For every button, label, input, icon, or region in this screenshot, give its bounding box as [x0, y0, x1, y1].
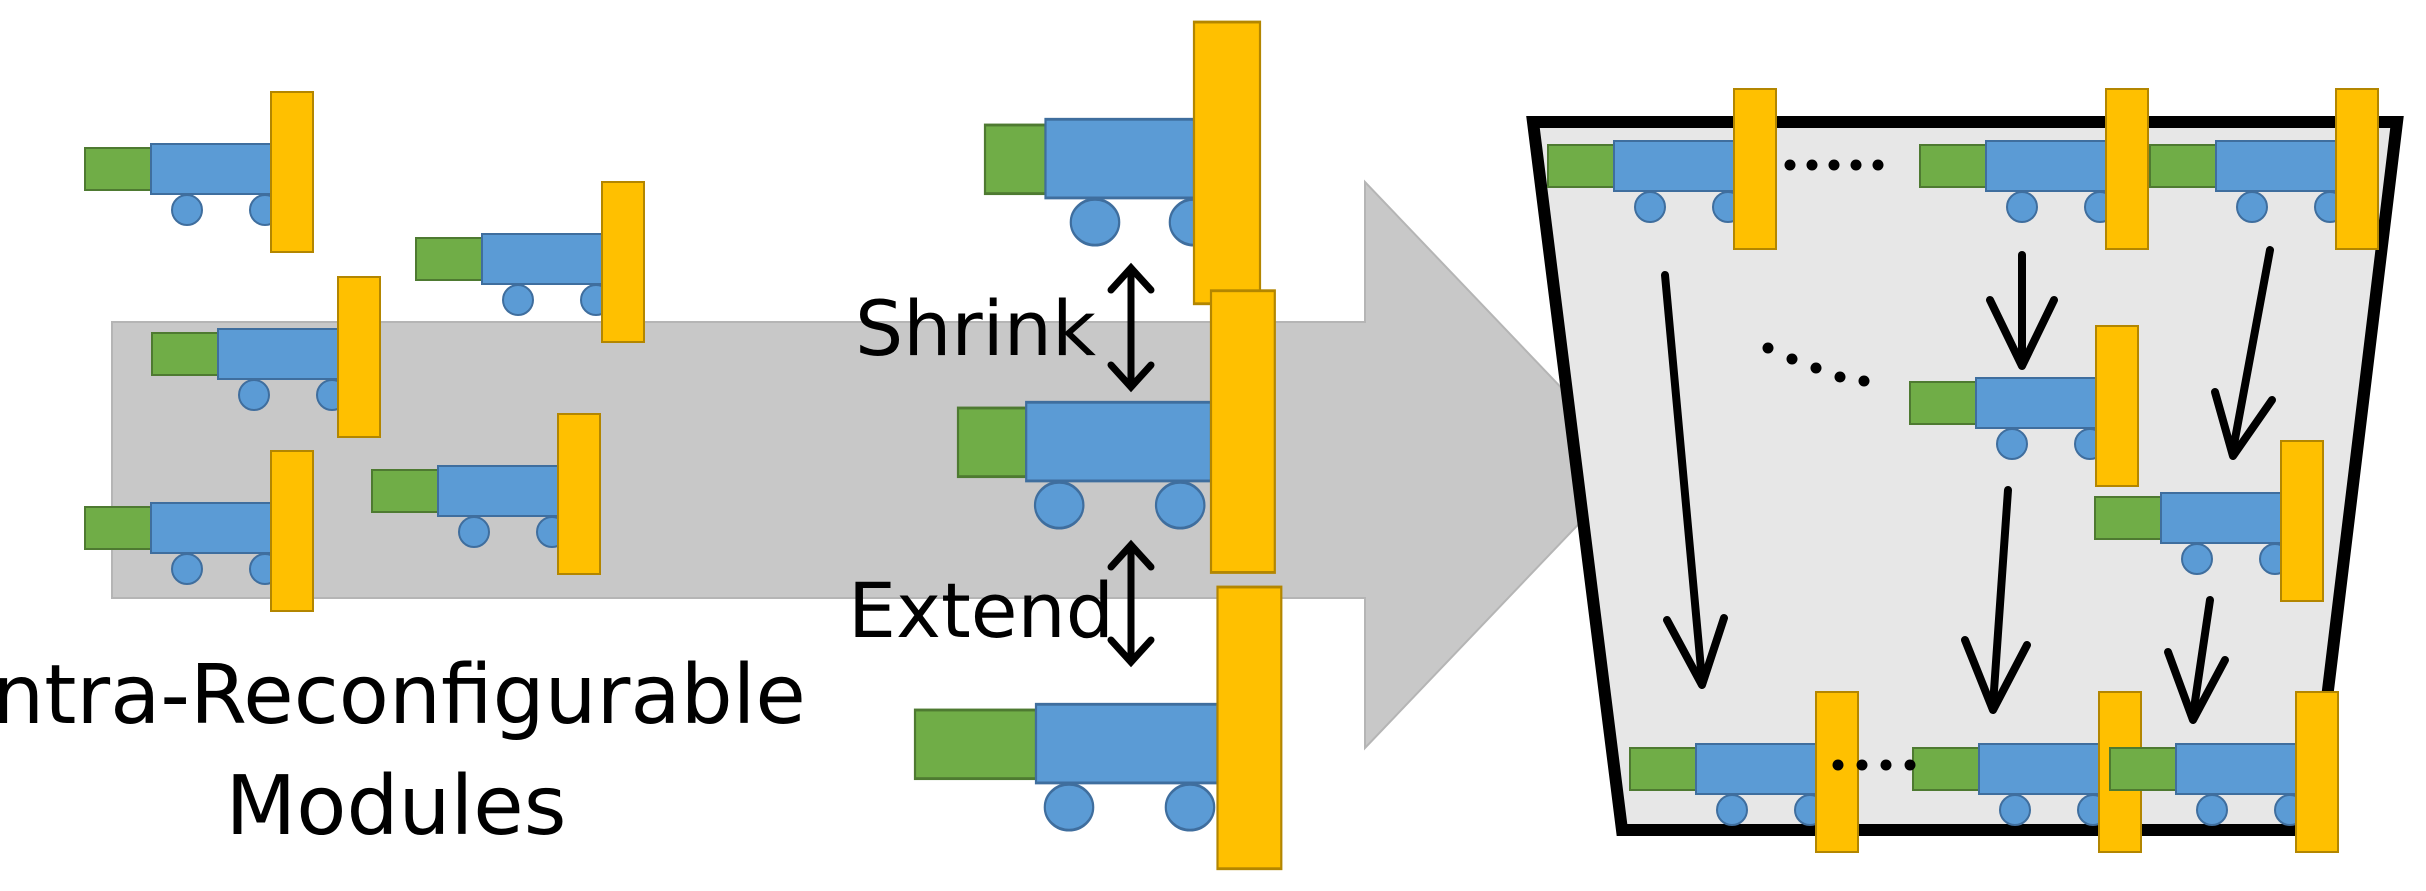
movement-arrow: [2164, 596, 2229, 724]
movement-arrow: [1986, 251, 2058, 370]
module-normal: [983, 20, 1262, 306]
module: [84, 91, 314, 253]
ellipsis-middle: [1762, 342, 1870, 387]
caption-line-1: Intra-Reconfigurable: [0, 648, 806, 743]
module: [415, 181, 645, 343]
extend-label: Extend: [848, 566, 1114, 655]
extend-double-arrow: [1107, 539, 1155, 668]
movement-arrow: [1961, 486, 2031, 714]
ellipsis-top: [1784, 159, 1884, 171]
movement-arrow: [1661, 271, 1728, 689]
caption-line-2: Modules: [226, 759, 567, 854]
assembly-container: [1526, 116, 2404, 836]
module-extended: [913, 585, 1283, 871]
module-shrunk: [956, 289, 1276, 574]
movement-arrow: [2211, 246, 2276, 460]
shrink-double-arrow: [1107, 262, 1155, 393]
shrink-label: Shrink: [855, 284, 1096, 373]
ellipsis-bottom: [1832, 759, 1916, 771]
